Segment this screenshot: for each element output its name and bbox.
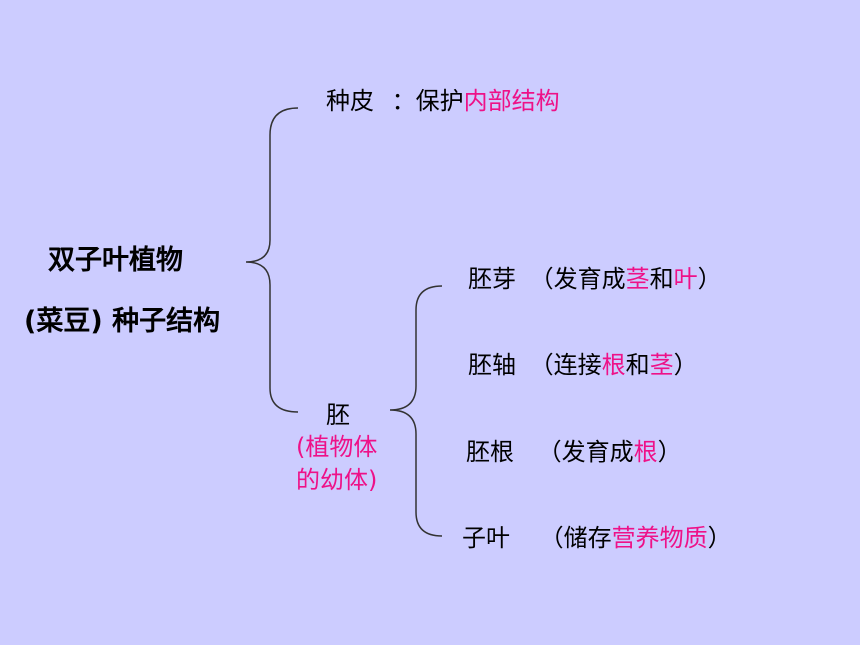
part-label: 胚芽 xyxy=(468,265,516,293)
part-row-radicle: 胚根 （发育成根） xyxy=(466,438,682,466)
part-label: 胚轴 xyxy=(468,351,516,379)
root-title-line2: (菜豆) 种子结构 xyxy=(24,306,221,337)
part-label: 胚根 xyxy=(466,438,514,466)
part-row-plumule: 胚芽 （发育成茎和叶） xyxy=(468,265,722,293)
part-row-hypocotyl: 胚轴 （连接根和茎） xyxy=(468,351,698,379)
seed-coat-colon: ： xyxy=(391,87,416,115)
seed-coat-row: 种皮 ：保护内部结构 xyxy=(326,86,560,116)
embryo-label: 胚 xyxy=(326,401,350,429)
seed-coat-desc: 保护 xyxy=(415,87,464,115)
embryo-note-line1: (植物体 xyxy=(296,433,378,461)
embryo-brace xyxy=(389,285,443,537)
embryo-note-line2: 的幼体) xyxy=(296,466,378,494)
root-title-line1: 双子叶植物 xyxy=(48,245,183,276)
main-brace xyxy=(245,107,299,413)
seed-coat-label: 种皮 xyxy=(326,87,374,115)
part-row-cotyledon: 子叶 （储存营养物质） xyxy=(462,524,732,552)
part-label: 子叶 xyxy=(462,524,510,552)
seed-coat-desc-highlight: 内部结构 xyxy=(463,87,560,115)
